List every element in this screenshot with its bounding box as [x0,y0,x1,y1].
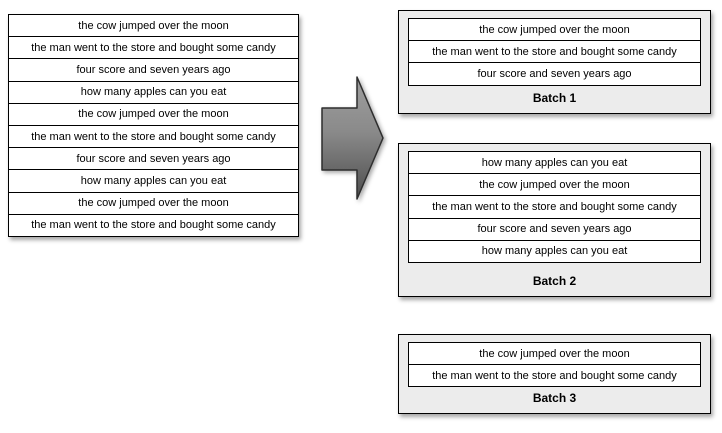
batch-2-label: Batch 2 [532,274,577,288]
batch-1-sentence-list: the cow jumped over the moon the man wen… [408,18,701,86]
batch-2-sentence-list: how many apples can you eat the cow jump… [408,151,701,263]
sentence-row: the cow jumped over the moon [479,347,630,360]
batch-1-label: Batch 1 [532,91,577,105]
sentence-row: how many apples can you eat [9,169,298,191]
sentence-row: the man went to the store and bought som… [409,364,700,386]
sentence-row: the man went to the store and bought som… [9,213,298,236]
sentence-row: the cow jumped over the moon [9,102,298,125]
batch-1-box: the cow jumped over the moon the man wen… [398,10,711,114]
batch-2-box: how many apples can you eat the cow jump… [398,143,711,297]
sentence-row: four score and seven years ago [9,58,298,80]
batch-3-box: the cow jumped over the moon the man wen… [398,334,711,414]
sentence-row: how many apples can you eat [481,156,628,169]
sentence-row: the man went to the store and bought som… [9,124,298,147]
sentence-row: the cow jumped over the moon [479,23,630,36]
sentence-row: the man went to the store and bought som… [409,40,700,62]
sentence-row: how many apples can you eat [409,239,700,262]
sentence-row: how many apples can you eat [9,80,298,103]
right-block-arrow-icon [321,76,384,200]
sentence-row: the cow jumped over the moon [78,19,229,32]
sentence-row: the man went to the store and bought som… [9,36,298,58]
batch-3-label: Batch 3 [532,391,577,405]
sentence-row: the cow jumped over the moon [409,173,700,195]
source-sentence-list: the cow jumped over the moon the man wen… [8,14,299,237]
sentence-row: the cow jumped over the moon [9,191,298,214]
batch-3-sentence-list: the cow jumped over the moon the man wen… [408,342,701,388]
sentence-row: four score and seven years ago [409,62,700,84]
sentence-row: the man went to the store and bought som… [409,195,700,217]
sentence-row: four score and seven years ago [409,217,700,240]
sentence-row: four score and seven years ago [9,147,298,169]
